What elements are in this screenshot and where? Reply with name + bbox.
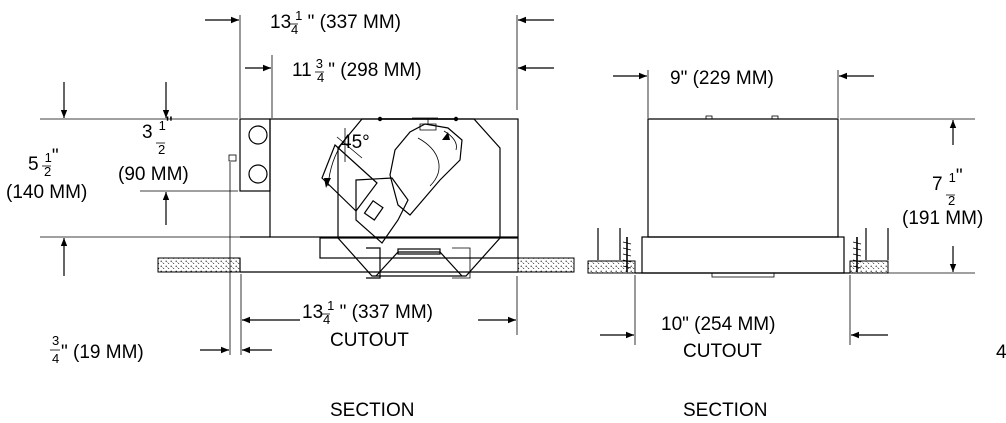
overall-height-mm: (140 MM) — [6, 182, 87, 203]
flange-fraction-den: 4 — [52, 351, 59, 366]
right-ceiling-left — [587, 260, 636, 274]
left-octagon-reflector — [337, 118, 501, 277]
right-cutout-label: 10" (254 MM) — [661, 314, 775, 335]
knockout-circle — [248, 125, 268, 145]
right-top-width-label: 9" (229 MM) — [670, 68, 774, 89]
fraction-denominator: 2 — [948, 193, 955, 208]
left-trim — [366, 247, 471, 279]
fraction-denominator: 4 — [317, 70, 324, 85]
right-height-mm: (191 MM) — [902, 208, 983, 229]
left-lamp-assembly — [321, 117, 463, 244]
angle-label: 45° — [341, 132, 370, 153]
fraction-denominator: 4 — [323, 312, 330, 327]
left-section-caption: SECTION — [330, 400, 414, 421]
edge-partial-glyph: 4 — [996, 342, 1006, 363]
box-height-mm: (90 MM) — [118, 164, 189, 185]
flange-label: " (19 MM) — [61, 342, 144, 363]
fraction-denominator: 2 — [158, 142, 165, 157]
right-hanger-hardware — [597, 228, 889, 272]
left-cutout-word: CUTOUT — [330, 330, 409, 351]
left-ceiling-left — [157, 257, 241, 273]
right-section-caption: SECTION — [683, 400, 767, 421]
fraction-denominator: 2 — [44, 164, 51, 179]
flange-fraction-num: 3 — [52, 333, 59, 348]
knockout-circle — [248, 164, 268, 184]
fraction-denominator: 4 — [291, 22, 298, 37]
left-ceiling-right — [517, 257, 575, 273]
right-housing — [641, 115, 845, 278]
right-cutout-word: CUTOUT — [683, 341, 762, 362]
